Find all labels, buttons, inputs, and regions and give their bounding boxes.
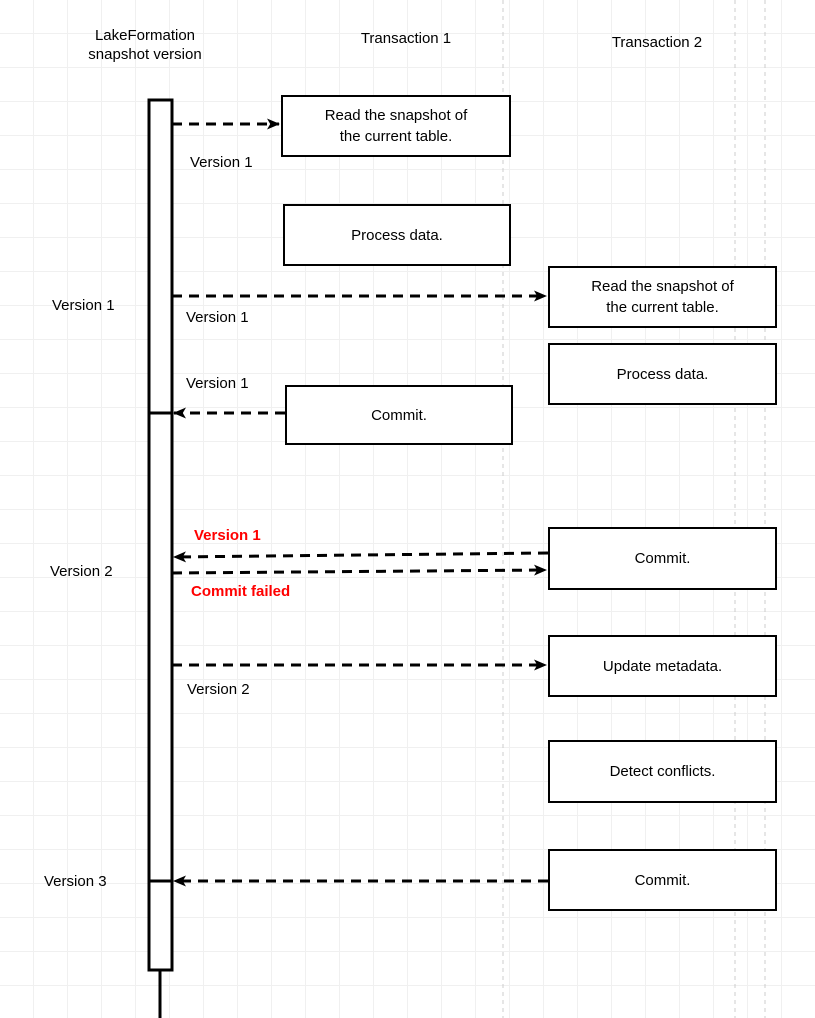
lifeline-lakeformation-title: LakeFormation snapshot version [88, 27, 202, 63]
arrow-commit-failed-out [171, 564, 547, 576]
box-t2-commit-failed[interactable]: Commit. [548, 527, 777, 590]
message-arrows-group [171, 118, 549, 887]
version-label-msg-3: Version 1 [186, 375, 249, 392]
version-label-left-1: Version 1 [52, 297, 115, 314]
box-t2-detect-conflicts[interactable]: Detect conflicts. [548, 740, 777, 803]
box-t2-commit-success[interactable]: Commit. [548, 849, 777, 911]
box-t1-read-snapshot[interactable]: Read the snapshot of the current table. [281, 95, 511, 157]
box-t1-process-data[interactable]: Process data. [283, 204, 511, 266]
version-label-left-2: Version 2 [50, 563, 113, 580]
box-t1-commit[interactable]: Commit. [285, 385, 513, 445]
version-label-msg-2: Version 1 [186, 309, 249, 326]
lifeline-group [147, 98, 174, 1018]
guide-lines-group [502, 0, 766, 1018]
activation-bar [147, 98, 174, 972]
box-t2-update-metadata[interactable]: Update metadata. [548, 635, 777, 697]
lifeline-transaction-2-title: Transaction 2 [611, 34, 703, 51]
box-t2-process-data[interactable]: Process data. [548, 343, 777, 405]
lifeline-transaction-1-title: Transaction 1 [360, 30, 452, 47]
box-t2-read-snapshot[interactable]: Read the snapshot of the current table. [548, 266, 777, 328]
version-label-commit-failed: Commit failed [191, 583, 291, 600]
version-label-msg-red-1: Version 1 [194, 527, 261, 544]
version-label-msg-1: Version 1 [190, 154, 253, 171]
version-label-msg-4: Version 2 [187, 681, 250, 698]
arrow-commit-t2-reject-in [173, 551, 549, 563]
version-label-left-3: Version 3 [44, 873, 107, 890]
